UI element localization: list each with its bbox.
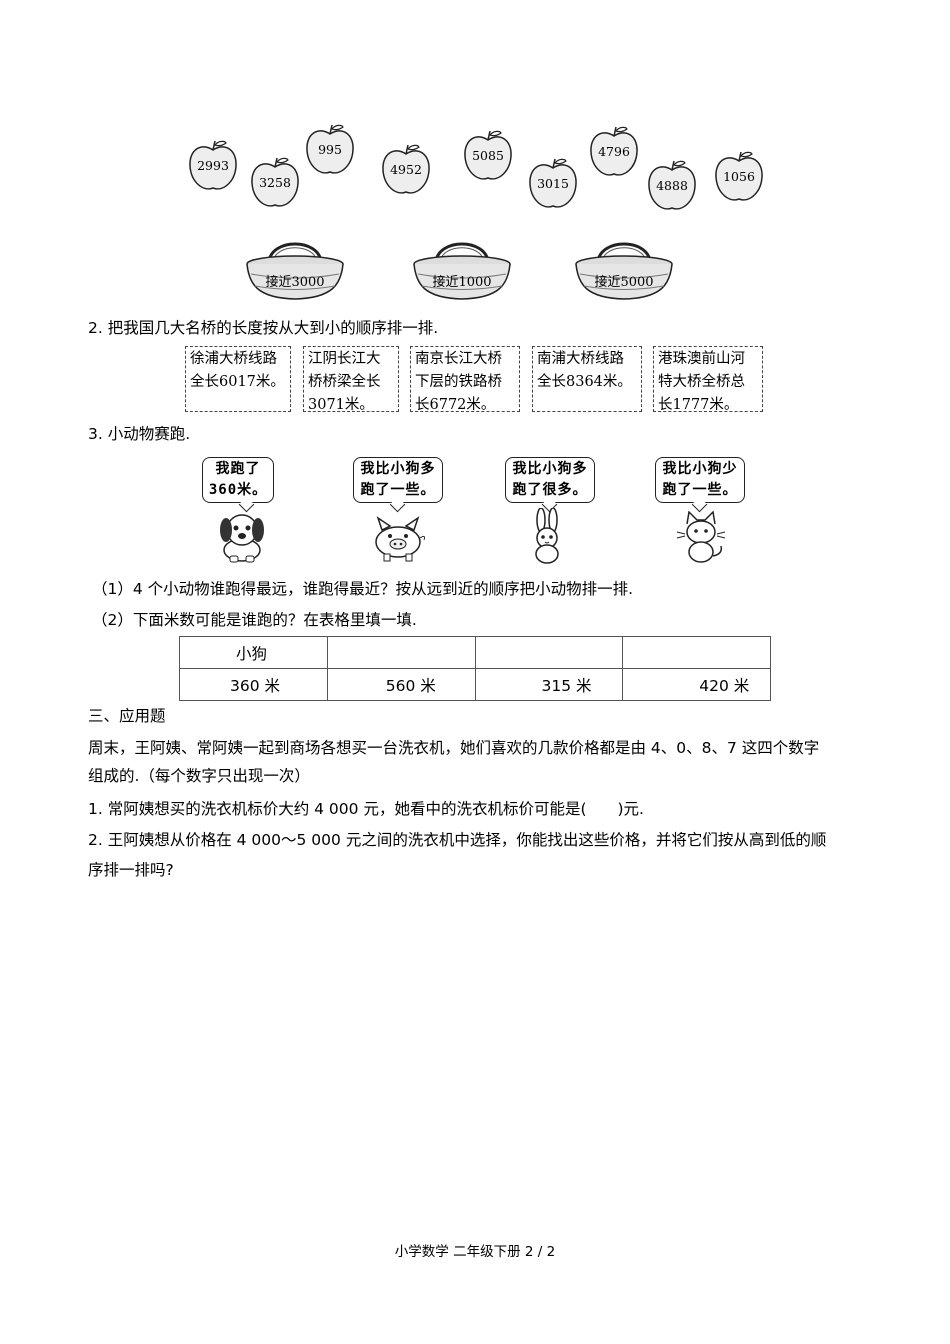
bubble-line: 跑了一些。 <box>662 482 738 498</box>
rabbit-icon <box>535 508 559 564</box>
cat-icon <box>676 510 726 563</box>
question-2-title: 2. 把我国几大名桥的长度按从大到小的顺序排一排. <box>88 319 439 337</box>
bridge-line: 港珠澳前山河 <box>658 351 745 367</box>
problem-intro-line-1: 周末，王阿姨、常阿姨一起到商场各想买一台洗衣机，她们喜欢的几款价格都是由 4、0… <box>88 739 820 757</box>
apple: 4952 <box>380 142 432 198</box>
apple-number: 5085 <box>472 148 504 163</box>
table-cell-blank[interactable] <box>622 636 771 669</box>
table-cell: 420 米 <box>622 668 771 701</box>
bubble-line: 我比小狗少 <box>662 461 738 477</box>
apple-number: 3258 <box>259 175 291 190</box>
table-cell-blank[interactable] <box>326 636 476 669</box>
bridge-line: 全长8364米。 <box>537 374 632 390</box>
bridge-line: 3071米。 <box>308 397 374 413</box>
basket-label: 接近1000 <box>432 275 492 290</box>
bubble-line: 跑了很多。 <box>512 482 588 498</box>
basket-label: 接近3000 <box>265 275 325 290</box>
dog-icon <box>220 514 264 563</box>
apple-number: 2993 <box>197 158 229 173</box>
table-cell: 360 米 <box>179 668 328 701</box>
speech-bubble: 我比小狗少 跑了一些。 <box>655 457 745 503</box>
bridge-line: 长6772米。 <box>415 397 496 413</box>
bridge-line: 下层的铁路桥 <box>415 374 502 390</box>
apple: 995 <box>304 122 356 178</box>
bridge-card: 南浦大桥线路 全长8364米。 <box>532 346 642 412</box>
bubble-line: 跑了一些。 <box>360 482 436 498</box>
distance-table: 小狗 360 米 560 米 315 米 420 米 <box>179 636 771 701</box>
bubble-line: 我跑了 <box>215 461 261 477</box>
apple-number: 4952 <box>390 162 422 177</box>
apple: 4888 <box>646 158 698 214</box>
apple: 3258 <box>249 155 301 211</box>
basket: 接近5000 <box>574 236 674 302</box>
bubble-line: 360米。 <box>208 482 268 498</box>
apple: 5085 <box>462 128 514 184</box>
question-3-part-2: （2）下面米数可能是谁跑的？在表格里填一填. <box>92 611 417 629</box>
bridge-card: 徐浦大桥线路 全长6017米。 <box>185 346 291 412</box>
problem-question-2-line-2: 序排一排吗? <box>88 861 174 879</box>
apple: 2993 <box>187 138 239 194</box>
bridge-card: 南京长江大桥 下层的铁路桥 长6772米。 <box>410 346 520 413</box>
apple-number: 995 <box>318 142 342 157</box>
basket: 接近3000 <box>245 236 345 302</box>
basket: 接近1000 <box>412 236 512 302</box>
problem-intro-line-2: 组成的.（每个数字只出现一次） <box>88 767 310 785</box>
problem-question-2-line-1: 2. 王阿姨想从价格在 4 000～5 000 元之间的洗衣机中选择，你能找出这… <box>88 831 827 849</box>
bridge-line: 特大桥全桥总 <box>658 374 745 390</box>
apple-number: 3015 <box>537 176 569 191</box>
table-cell-blank[interactable] <box>474 636 624 669</box>
speech-bubble: 我跑了 360米。 <box>202 457 274 503</box>
bridge-line: 南京长江大桥 <box>415 351 502 367</box>
apple: 4796 <box>588 124 640 180</box>
table-cell: 560 米 <box>326 668 476 701</box>
speech-bubble: 我比小狗多 跑了一些。 <box>353 457 443 503</box>
bridge-card: 江阴长江大 桥桥梁全长 3071米。 <box>303 346 399 413</box>
apple-number: 4796 <box>598 144 630 159</box>
bubble-line: 我比小狗多 <box>512 461 588 477</box>
table-cell: 315 米 <box>474 668 624 701</box>
table-row: 小狗 <box>179 636 771 669</box>
bubble-line: 我比小狗多 <box>360 461 436 477</box>
basket-label: 接近5000 <box>594 275 654 290</box>
bridge-line: 江阴长江大 <box>308 351 381 367</box>
speech-bubble: 我比小狗多 跑了很多。 <box>505 457 595 503</box>
question-3-title: 3. 小动物赛跑. <box>88 425 191 443</box>
bridge-line: 长1777米。 <box>658 397 739 413</box>
apple: 3015 <box>527 156 579 212</box>
apple-number: 4888 <box>656 178 688 193</box>
bridge-line: 桥桥梁全长 <box>308 374 381 390</box>
table-cell: 小狗 <box>179 636 328 669</box>
table-row: 360 米 560 米 315 米 420 米 <box>179 668 771 701</box>
apple: 1056 <box>713 149 765 205</box>
apple-number: 1056 <box>723 169 755 184</box>
pig-icon <box>375 516 425 562</box>
bridge-line: 徐浦大桥线路 <box>190 351 277 367</box>
problem-question-1: 1. 常阿姨想买的洗衣机标价大约 4 000 元，她看中的洗衣机标价可能是( )… <box>88 800 644 818</box>
bridge-line: 南浦大桥线路 <box>537 351 624 367</box>
page-footer: 小学数学 二年级下册 2 / 2 <box>394 1244 556 1260</box>
section-heading: 三、应用题 <box>88 707 166 725</box>
bridge-card: 港珠澳前山河 特大桥全桥总 长1777米。 <box>653 346 763 413</box>
bridge-line: 全长6017米。 <box>190 374 285 390</box>
question-3-part-1: （1）4 个小动物谁跑得最远，谁跑得最近？按从远到近的顺序把小动物排一排. <box>92 580 634 598</box>
